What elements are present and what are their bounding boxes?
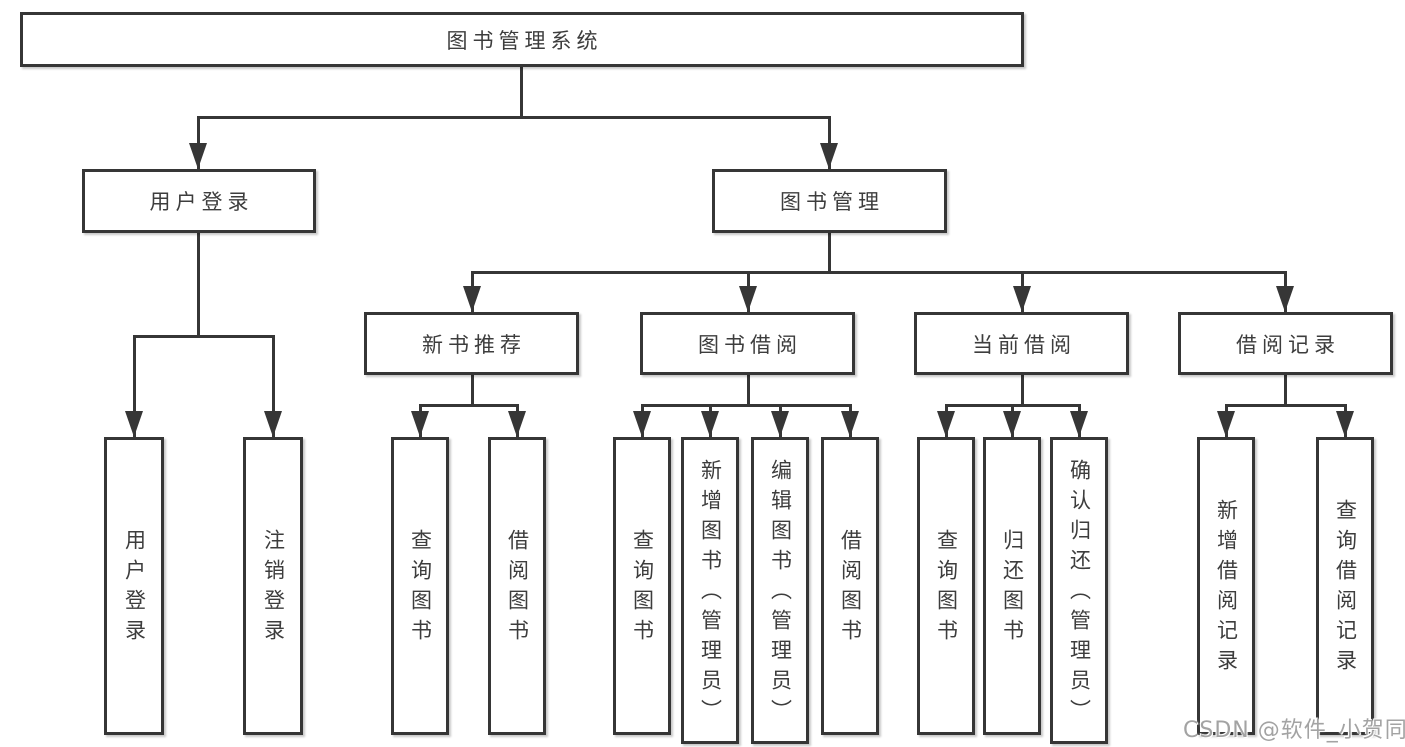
leaf-newbook-query-books: 查询图书	[391, 437, 449, 735]
leaf-label: 新增图书（管理员）	[698, 458, 723, 729]
leaf-records-add-record: 新增借阅记录	[1197, 437, 1255, 735]
arrow-down-icon	[189, 143, 207, 169]
edge-borrow-stem	[747, 375, 750, 406]
edge-root-stem	[520, 67, 523, 117]
arrow-down-icon	[1003, 411, 1021, 437]
leaf-label: 查询图书	[630, 529, 655, 649]
node-label: 新书推荐	[422, 332, 526, 357]
edge-current-stem	[1021, 375, 1024, 406]
edge-root-drop-book-mgmt	[828, 116, 831, 169]
arrow-down-icon	[1217, 411, 1235, 437]
leaf-label: 归还图书	[1000, 529, 1025, 649]
arrow-down-icon	[463, 286, 481, 312]
edge-bookmgmt-rail	[471, 271, 1287, 274]
leaf-label: 查询借阅记录	[1333, 499, 1358, 679]
arrow-down-icon	[411, 411, 429, 437]
arrow-down-icon	[264, 411, 282, 437]
edge-newbook-rail	[419, 404, 519, 407]
arrow-down-icon	[1070, 411, 1088, 437]
leaf-label: 新增借阅记录	[1214, 499, 1239, 679]
node-label: 图书管理系统	[446, 28, 603, 53]
node-label: 用户登录	[149, 190, 254, 214]
edge-newbook-stem	[471, 375, 474, 406]
node-root-library-system: 图书管理系统	[20, 12, 1024, 67]
node-new-book-recommend: 新书推荐	[364, 312, 579, 375]
arrow-down-icon	[701, 411, 719, 437]
arrow-down-icon	[937, 411, 955, 437]
leaf-label: 确认归还（管理员）	[1067, 458, 1092, 729]
leaf-label: 查询图书	[408, 529, 433, 649]
arrow-down-icon	[633, 411, 651, 437]
arrow-down-icon	[508, 411, 526, 437]
edge-records-rail	[1225, 404, 1347, 407]
leaf-borrow-add-books-admin: 新增图书（管理员）	[681, 437, 739, 744]
node-book-borrowing: 图书借阅	[640, 312, 855, 375]
edge-userlogin-rail	[133, 335, 275, 338]
edge-bookmgmt-stem	[828, 233, 831, 274]
node-current-borrowing: 当前借阅	[914, 312, 1129, 375]
edge-borrow-rail	[641, 404, 852, 407]
arrow-down-icon	[739, 286, 757, 312]
leaf-current-query-books: 查询图书	[917, 437, 975, 735]
leaf-current-return-books: 归还图书	[983, 437, 1041, 735]
edge-root-rail	[197, 116, 831, 119]
leaf-newbook-borrow-books: 借阅图书	[488, 437, 546, 735]
arrow-down-icon	[1336, 411, 1354, 437]
leaf-records-query-record: 查询借阅记录	[1316, 437, 1374, 735]
node-label: 当前借阅	[972, 332, 1076, 357]
edge-userlogin-drop-1	[133, 335, 136, 437]
arrow-down-icon	[125, 411, 143, 437]
leaf-user-login: 用户登录	[104, 437, 164, 735]
arrow-down-icon	[820, 143, 838, 169]
arrow-down-icon	[841, 411, 859, 437]
node-user-login-branch: 用户登录	[82, 169, 316, 233]
node-book-management-branch: 图书管理	[712, 169, 947, 233]
node-label: 图书借阅	[698, 332, 802, 357]
leaf-borrow-edit-books-admin: 编辑图书（管理员）	[751, 437, 809, 744]
edge-records-stem	[1284, 375, 1287, 406]
node-borrowing-records: 借阅记录	[1178, 312, 1393, 375]
node-label: 借阅记录	[1236, 332, 1340, 357]
leaf-label: 查询图书	[934, 529, 959, 649]
leaf-label: 注销登录	[261, 529, 286, 649]
edge-userlogin-stem	[197, 233, 200, 336]
edge-userlogin-drop-2	[272, 335, 275, 437]
leaf-label: 借阅图书	[505, 529, 530, 649]
leaf-borrow-query-books: 查询图书	[613, 437, 671, 735]
edge-root-drop-user-login	[197, 116, 200, 169]
leaf-label: 编辑图书（管理员）	[768, 458, 793, 729]
node-label: 图书管理	[780, 190, 884, 214]
leaf-borrow-borrow-books: 借阅图书	[821, 437, 879, 735]
arrow-down-icon	[1013, 286, 1031, 312]
leaf-logout: 注销登录	[243, 437, 303, 735]
leaf-label: 借阅图书	[838, 529, 863, 649]
arrow-down-icon	[1276, 286, 1294, 312]
csdn-watermark: CSDN @软件_小贺同学	[1183, 718, 1405, 743]
leaf-current-confirm-return-admin: 确认归还（管理员）	[1050, 437, 1108, 744]
arrow-down-icon	[771, 411, 789, 437]
leaf-label: 用户登录	[122, 529, 147, 649]
